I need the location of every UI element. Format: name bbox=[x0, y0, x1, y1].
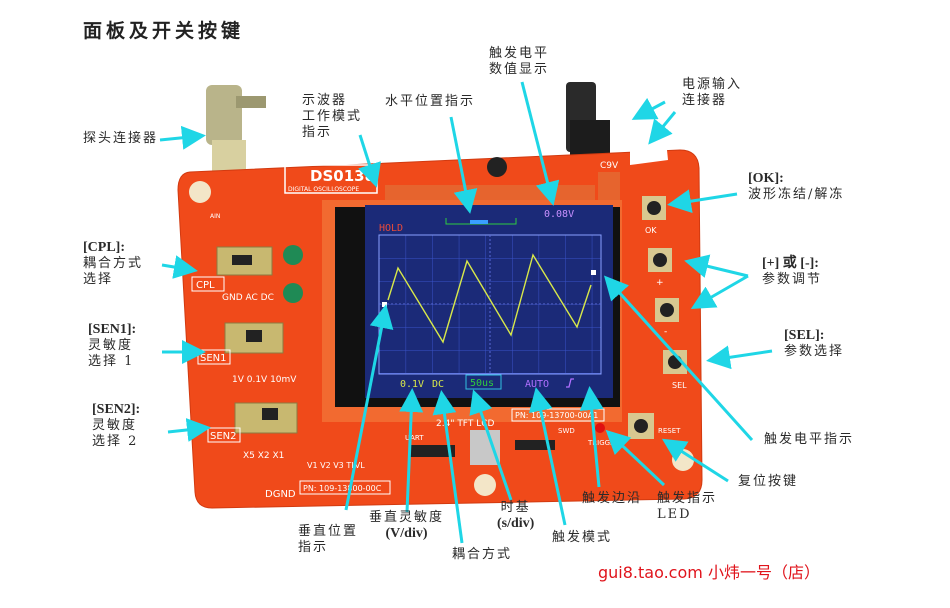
sen2-label: SEN2 bbox=[210, 431, 237, 442]
label-coupling: 耦合方式 bbox=[452, 547, 513, 562]
plus-button[interactable] bbox=[648, 248, 672, 272]
model-subtitle: DIGITAL OSCILLOSCOPE bbox=[288, 186, 359, 193]
cpl-desc: 耦合方式 bbox=[83, 256, 144, 271]
label-sen2: [SEN2]:灵敏度选择 2 bbox=[92, 402, 140, 450]
label-vertical-sensitivity: 垂直灵敏度(V/div) bbox=[369, 510, 445, 541]
sen1-label: SEN1 bbox=[200, 353, 227, 364]
trigger-mode-readout: AUTO bbox=[525, 379, 549, 390]
sen2-key: [SEN2]: bbox=[92, 402, 141, 417]
pn-main: PN: 109-13800-00C bbox=[303, 484, 382, 493]
label-horizontal-position: 水平位置指示 bbox=[385, 94, 476, 109]
sen1-switch[interactable] bbox=[224, 322, 284, 354]
label-trigger-value: 触发电平数值显示 bbox=[489, 46, 550, 77]
sel-label: SEL bbox=[672, 381, 687, 390]
label-cpl: [CPL]:耦合方式选择 bbox=[83, 240, 143, 288]
ok-label: OK bbox=[645, 226, 657, 235]
label-sel: [SEL]:参数选择 bbox=[784, 328, 845, 359]
triggered-label: TRIGGED bbox=[587, 439, 620, 447]
label-trigger-edge: 触发边沿 bbox=[582, 491, 643, 506]
trigger-led bbox=[595, 423, 605, 433]
vertical-position-marker bbox=[382, 302, 387, 307]
label-ok: [OK]:波形冻结/解冻 bbox=[748, 171, 845, 202]
sen1-key: [SEN1]: bbox=[88, 322, 137, 337]
plus-label: + bbox=[656, 278, 664, 288]
mode-indicator: HOLD bbox=[379, 223, 403, 234]
reset-label: RESET bbox=[658, 427, 681, 435]
label-vertical-position: 垂直位置指示 bbox=[298, 524, 359, 555]
cpl-options: GND AC DC bbox=[222, 293, 274, 303]
timebase-readout: 50us bbox=[470, 378, 494, 389]
sen1-desc: 选择 1 bbox=[88, 354, 135, 369]
sen2-options: X5 X2 X1 bbox=[243, 451, 284, 461]
cpl-switch[interactable] bbox=[216, 246, 273, 276]
page-title: 面板及开关按键 bbox=[83, 20, 245, 42]
trigger-value: 0.08V bbox=[544, 209, 574, 220]
cpl-desc: 选择 bbox=[83, 272, 114, 287]
label-power-input: 电源输入连接器 bbox=[682, 77, 743, 108]
minus-label: - bbox=[664, 327, 667, 337]
sen1-desc: 灵敏度 bbox=[88, 338, 134, 353]
label-reset: 复位按键 bbox=[738, 474, 799, 489]
label-mode-indicator: 示波器工作模式指示 bbox=[302, 93, 363, 140]
test-points-label: V1 V2 V3 TLVL bbox=[307, 461, 365, 470]
swd-label: SWD bbox=[558, 427, 575, 435]
ain-label: AIN bbox=[210, 213, 220, 220]
cpl-label: CPL bbox=[196, 280, 215, 291]
minus-button[interactable] bbox=[655, 298, 679, 322]
model-logo: DS0138 bbox=[310, 167, 375, 185]
sen2-desc: 灵敏度 bbox=[92, 418, 138, 433]
power-label: C9V bbox=[600, 161, 619, 171]
sen2-switch[interactable] bbox=[234, 402, 298, 434]
dgnd-label: DGND bbox=[265, 489, 296, 500]
vdiv-readout: 0.1V bbox=[400, 379, 424, 390]
horizontal-position-marker bbox=[470, 220, 488, 224]
label-trigger-mode: 触发模式 bbox=[552, 530, 613, 545]
annotation-arrows bbox=[159, 81, 773, 544]
label-plus-minus: [+] 或 [-]:参数调节 bbox=[762, 256, 823, 287]
label-timebase: 时基(s/div) bbox=[497, 500, 535, 531]
rising-edge-icon bbox=[566, 378, 574, 388]
coupling-readout: DC bbox=[432, 379, 444, 390]
cpl-key: [CPL]: bbox=[83, 240, 125, 255]
sen2-desc: 选择 2 bbox=[92, 434, 139, 449]
shop-watermark: gui8.tao.com 小炜一号（店） bbox=[598, 563, 820, 582]
trigger-level-marker bbox=[591, 270, 596, 275]
label-probe: 探头连接器 bbox=[83, 131, 159, 146]
lcd-label: 2.4" TFT LCD bbox=[436, 419, 494, 429]
waveform-trace bbox=[387, 253, 592, 344]
reset-button[interactable] bbox=[628, 413, 654, 439]
uart-label: UART bbox=[405, 434, 424, 442]
pn-lcd: PN: 109-13700-00A1 bbox=[515, 411, 598, 420]
label-sen1: [SEN1]:灵敏度选择 1 bbox=[88, 322, 136, 370]
label-trigger-level: 触发电平指示 bbox=[764, 432, 855, 447]
sen1-options: 1V 0.1V 10mV bbox=[232, 375, 297, 385]
ok-button[interactable] bbox=[642, 196, 666, 220]
